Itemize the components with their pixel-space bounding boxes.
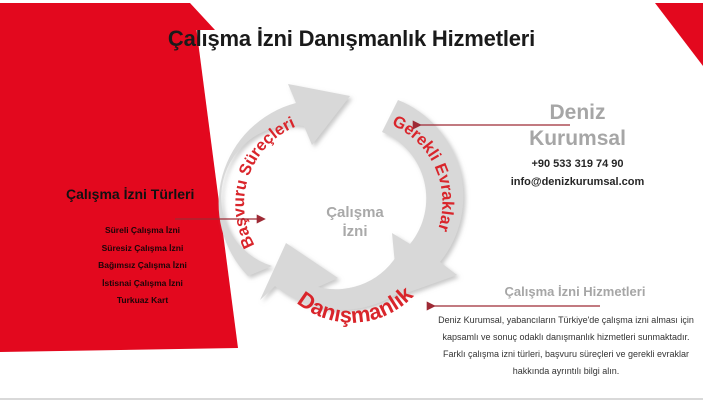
decor-red-left-triangle	[0, 26, 238, 352]
list-item: İstisnai Çalışma İzni	[102, 277, 183, 288]
cycle-arrow-danismanlik	[260, 243, 419, 310]
decor-red-top-left-strip	[0, 3, 215, 30]
cycle-diagram	[218, 84, 464, 310]
contact-phone[interactable]: +90 533 319 74 90	[531, 158, 624, 170]
brand-name-line-1: Deniz	[549, 101, 606, 124]
cycle-arrow-basvuru	[218, 84, 350, 276]
cycle-center-line-1: Çalışma	[326, 204, 384, 221]
list-item: Süreli Çalışma İzni	[104, 225, 181, 235]
cycle-label-basvuru: Başvuru Süreçleri	[230, 114, 298, 252]
permit-types-list: Süreli Çalışma İzni Süresiz Çalışma İzni…	[60, 222, 225, 310]
list-item: Süresiz Çalışma İzni	[101, 242, 184, 253]
decor-red-top-right-triangle	[655, 3, 703, 66]
services-description: Deniz Kurumsal, yabancıların Türkiye'de …	[438, 315, 694, 376]
list-item: Bağımsız Çalışma İzni	[98, 260, 187, 270]
list-item: Turkuaz Kart	[116, 295, 169, 305]
cycle-arrow-evraklar	[382, 100, 464, 296]
page-title: Çalışma İzni Danışmanlık Hizmetleri	[167, 26, 536, 51]
cycle-center-line-2: İzni	[342, 223, 368, 240]
brand-name-line-2: Kurumsal	[529, 127, 626, 150]
permit-types-heading: Çalışma İzni Türleri	[66, 186, 195, 202]
cycle-center-label: Çalışma İzni	[299, 203, 411, 241]
brand-name: Deniz Kurumsal	[470, 100, 685, 152]
services-heading: Çalışma İzni Hizmetleri	[504, 284, 646, 299]
contact-email[interactable]: info@denizkurumsal.com	[510, 176, 645, 188]
